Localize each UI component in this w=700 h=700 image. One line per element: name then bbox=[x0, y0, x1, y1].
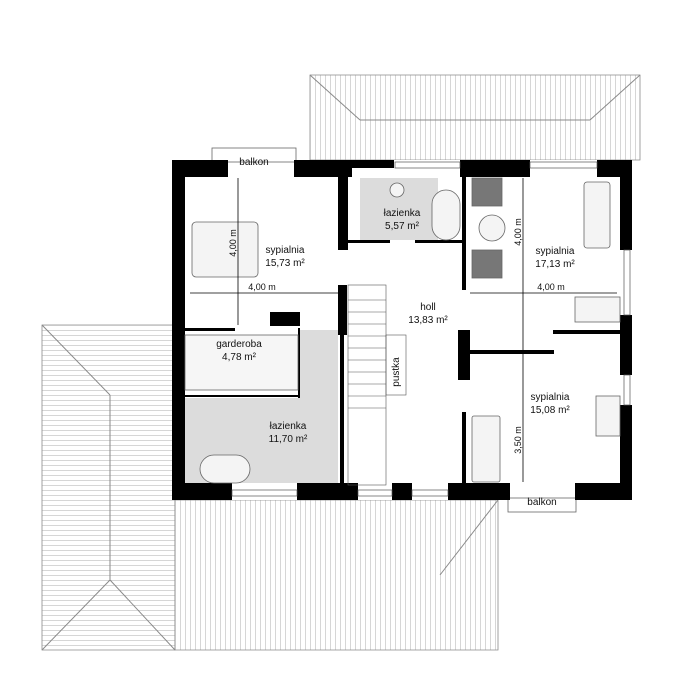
dimension-label: 3,50 m bbox=[513, 426, 523, 454]
room-area: 11,70 m² bbox=[269, 434, 308, 445]
windows bbox=[231, 161, 631, 497]
room-name: holl bbox=[420, 302, 436, 313]
wardrobe bbox=[184, 334, 299, 391]
desk bbox=[574, 296, 621, 323]
walls bbox=[172, 160, 632, 500]
room-name: łazienka bbox=[270, 421, 307, 432]
staircase bbox=[347, 284, 407, 486]
room-name: sypialnia bbox=[266, 245, 305, 256]
dimension-label: 4,00 m bbox=[513, 218, 523, 246]
furniture bbox=[184, 177, 621, 484]
void-label: pustka bbox=[391, 357, 402, 387]
dimension-label: 4,00 m bbox=[248, 282, 276, 292]
balcony-bottom-label: balkon bbox=[527, 497, 556, 508]
room-name: łazienka bbox=[384, 208, 421, 219]
room-wardrobe: garderoba 4,78 m² bbox=[216, 339, 262, 363]
toilet bbox=[389, 182, 405, 198]
room-bathroom-small: łazienka 5,57 m² bbox=[384, 208, 421, 232]
dimension-lines bbox=[190, 178, 617, 482]
balcony-bottom bbox=[507, 497, 577, 513]
room-area: 5,57 m² bbox=[385, 221, 420, 232]
bathroom-large-floor-ext bbox=[300, 330, 338, 400]
room-hall: holl 13,83 m² bbox=[408, 302, 448, 326]
room-area: 15,08 m² bbox=[530, 405, 570, 416]
balcony-top bbox=[211, 147, 297, 163]
room-bedroom-2: sypialnia 17,13 m² bbox=[535, 246, 575, 270]
roof-top bbox=[309, 74, 641, 161]
bathtub bbox=[431, 189, 461, 241]
room-name: sypialnia bbox=[536, 246, 575, 257]
armchair bbox=[471, 249, 503, 279]
room-area: 4,78 m² bbox=[222, 352, 257, 363]
room-name: sypialnia bbox=[531, 392, 570, 403]
round-table bbox=[478, 214, 506, 242]
room-bathroom-large: łazienka 11,70 m² bbox=[269, 421, 308, 445]
room-bedroom-1: sypialnia 15,73 m² bbox=[265, 245, 305, 269]
dimension-label: 4,00 m bbox=[228, 229, 238, 257]
desk bbox=[595, 395, 621, 437]
bathtub bbox=[471, 415, 501, 483]
double-bed bbox=[191, 221, 259, 278]
dimension-label: 4,00 m bbox=[537, 282, 565, 292]
roof-left bbox=[41, 324, 176, 651]
room-area: 13,83 m² bbox=[408, 315, 448, 326]
room-bedroom-3: sypialnia 15,08 m² bbox=[530, 392, 570, 416]
room-area: 15,73 m² bbox=[265, 258, 305, 269]
room-area: 17,13 m² bbox=[535, 259, 575, 270]
balcony-top-label: balkon bbox=[239, 157, 268, 168]
single-bed bbox=[583, 181, 611, 249]
bathtub bbox=[199, 454, 251, 484]
armchair bbox=[471, 177, 503, 207]
room-name: garderoba bbox=[216, 339, 262, 350]
